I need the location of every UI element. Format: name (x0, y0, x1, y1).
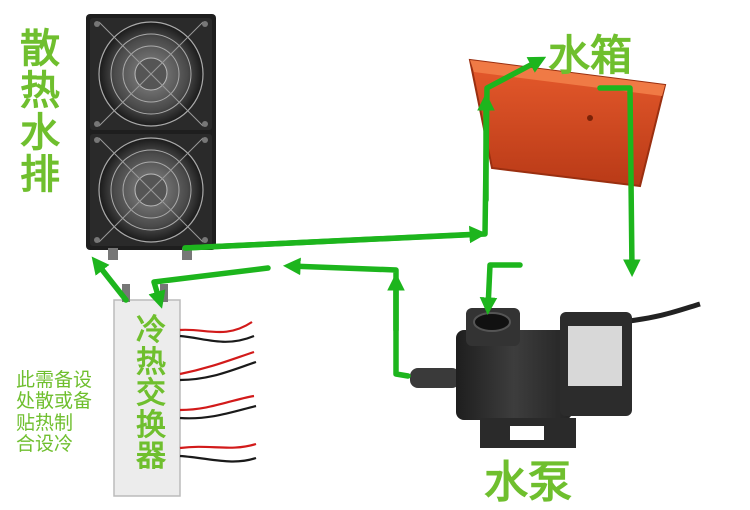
note-text: 此需备设 处散或备 贴热制 合设冷 (16, 369, 93, 455)
flow-arrow (479, 262, 523, 316)
flow-arrow (91, 256, 129, 303)
water-pump (410, 301, 701, 448)
heat-exchanger-label: 冷 热 交 换 器 (136, 313, 166, 474)
wire-bundle (179, 321, 257, 463)
radiator-label: 散 热 水 排 (20, 26, 60, 198)
radiator (86, 14, 216, 260)
flow-arrow (148, 265, 271, 309)
fan-icon (90, 18, 212, 130)
flow-arrows (91, 56, 641, 379)
flow-arrow (182, 225, 488, 251)
flow-arrow (282, 257, 411, 379)
water-tank-label: 水箱 (548, 31, 633, 80)
water-pump-label: 水泵 (484, 457, 572, 508)
flow-arrow (597, 85, 641, 278)
fan-icon (90, 134, 212, 246)
